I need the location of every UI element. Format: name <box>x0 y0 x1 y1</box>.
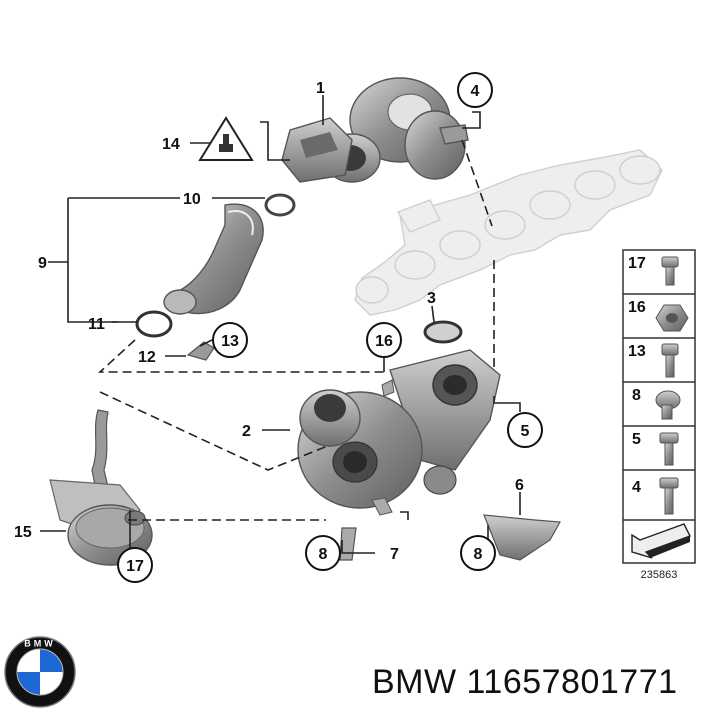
gasket-part-3 <box>423 320 463 344</box>
callout-8-right: 8 <box>474 546 483 563</box>
callout-bubble-8b: 8 <box>460 535 496 571</box>
callout-9: 9 <box>38 255 47 272</box>
bolt-13-icon <box>661 343 679 378</box>
bracket-part-7 <box>339 527 357 561</box>
callout-bubble-4: 4 <box>457 72 493 108</box>
o-ring-upper <box>264 193 296 217</box>
bmw-logo: BMW <box>4 636 76 708</box>
part-number-caption: BMW 11657801771 <box>372 663 678 701</box>
callout-16: 16 <box>375 333 393 350</box>
bracket-part-6 <box>483 514 561 561</box>
turbocharger-upper <box>281 77 469 183</box>
callout-bubble-17: 17 <box>117 547 153 583</box>
turbocharger-lower <box>297 349 501 516</box>
callout-11: 11 <box>88 316 105 333</box>
nut-16-icon <box>655 304 689 332</box>
callout-2: 2 <box>242 423 251 440</box>
legend-label-16: 16 <box>628 299 646 316</box>
callout-bubble-8a: 8 <box>305 535 341 571</box>
callout-12: 12 <box>138 349 156 366</box>
callout-bubble-16: 16 <box>366 322 402 358</box>
leader-lines <box>40 95 521 554</box>
bolt-4-icon <box>659 477 679 515</box>
callout-1: 1 <box>316 80 325 97</box>
callout-bubble-5: 5 <box>507 412 543 448</box>
bolt-17-icon <box>661 256 679 286</box>
legend-label-13: 13 <box>628 343 646 360</box>
fastener-legend: 17 16 13 8 5 4 <box>622 249 696 564</box>
callout-5: 5 <box>521 423 530 440</box>
callout-6: 6 <box>515 477 524 494</box>
callout-3: 3 <box>427 290 436 307</box>
callout-10: 10 <box>183 191 201 208</box>
wastegate-actuator <box>49 409 153 566</box>
callout-15: 15 <box>14 524 32 541</box>
callout-4: 4 <box>471 83 480 100</box>
warning-triangle-icon <box>198 116 254 161</box>
o-ring-lower <box>135 310 173 338</box>
image-number: 235863 <box>641 569 678 581</box>
charge-hose <box>163 203 264 315</box>
legend-label-8: 8 <box>632 387 641 404</box>
direction-arrow-icon <box>631 523 691 559</box>
legend-label-5: 5 <box>632 431 641 448</box>
assembly-dash-lines <box>97 139 495 521</box>
callout-7: 7 <box>390 546 399 563</box>
callout-17: 17 <box>126 558 144 575</box>
callout-13: 13 <box>221 333 239 350</box>
callout-14: 14 <box>162 136 180 153</box>
legend-label-17: 17 <box>628 255 646 272</box>
svg-text:BMW: BMW <box>24 639 56 649</box>
exhaust-manifold-ghost <box>354 149 663 316</box>
bolt-5-icon <box>659 432 679 466</box>
callout-bubble-13: 13 <box>212 322 248 358</box>
legend-label-4: 4 <box>632 479 641 496</box>
bolt-8-icon <box>655 390 681 420</box>
callout-8-left: 8 <box>319 546 328 563</box>
